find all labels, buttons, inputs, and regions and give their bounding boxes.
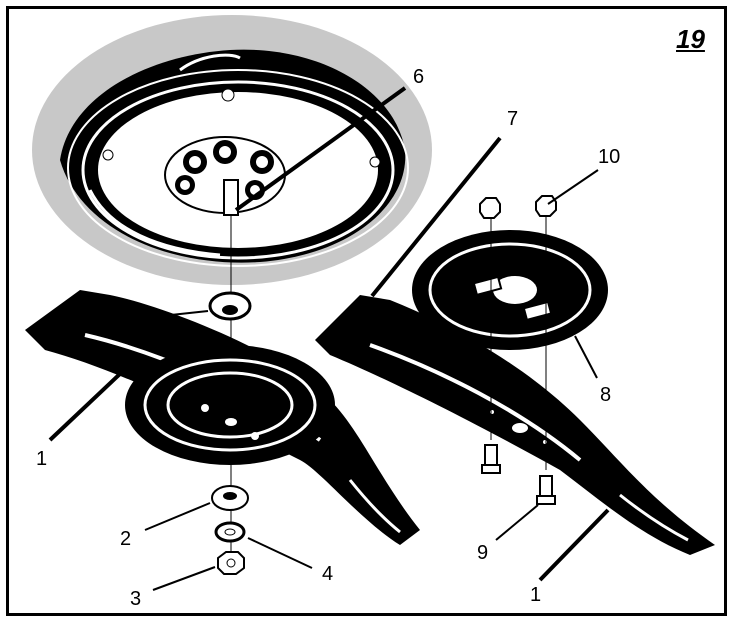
figure-number: 19 [676, 24, 705, 54]
bolts-9 [481, 444, 556, 505]
callout-10: 10 [598, 146, 621, 168]
nuts-10 [479, 195, 557, 219]
callout-1-left: 1 [36, 448, 48, 470]
spacer-washer-5 [208, 291, 252, 321]
left-blade-adapter [125, 345, 335, 465]
callout-6: 6 [413, 66, 425, 88]
right-cutting-blade [315, 295, 715, 555]
callout-8: 8 [600, 384, 612, 406]
leader-lines [48, 86, 610, 591]
blade-hub [164, 136, 286, 216]
callout-7: 7 [507, 108, 519, 130]
nut-3 [217, 551, 245, 575]
callout-5: 5 [120, 308, 132, 330]
callout-9: 9 [477, 542, 489, 564]
callout-3: 3 [130, 588, 142, 610]
callout-1-right: 1 [530, 584, 542, 606]
callout-4: 4 [322, 563, 334, 585]
washer-2 [211, 485, 249, 511]
right-blade-adapter-8 [412, 230, 608, 350]
callout-2: 2 [120, 528, 132, 550]
lock-washer-4 [214, 521, 246, 543]
